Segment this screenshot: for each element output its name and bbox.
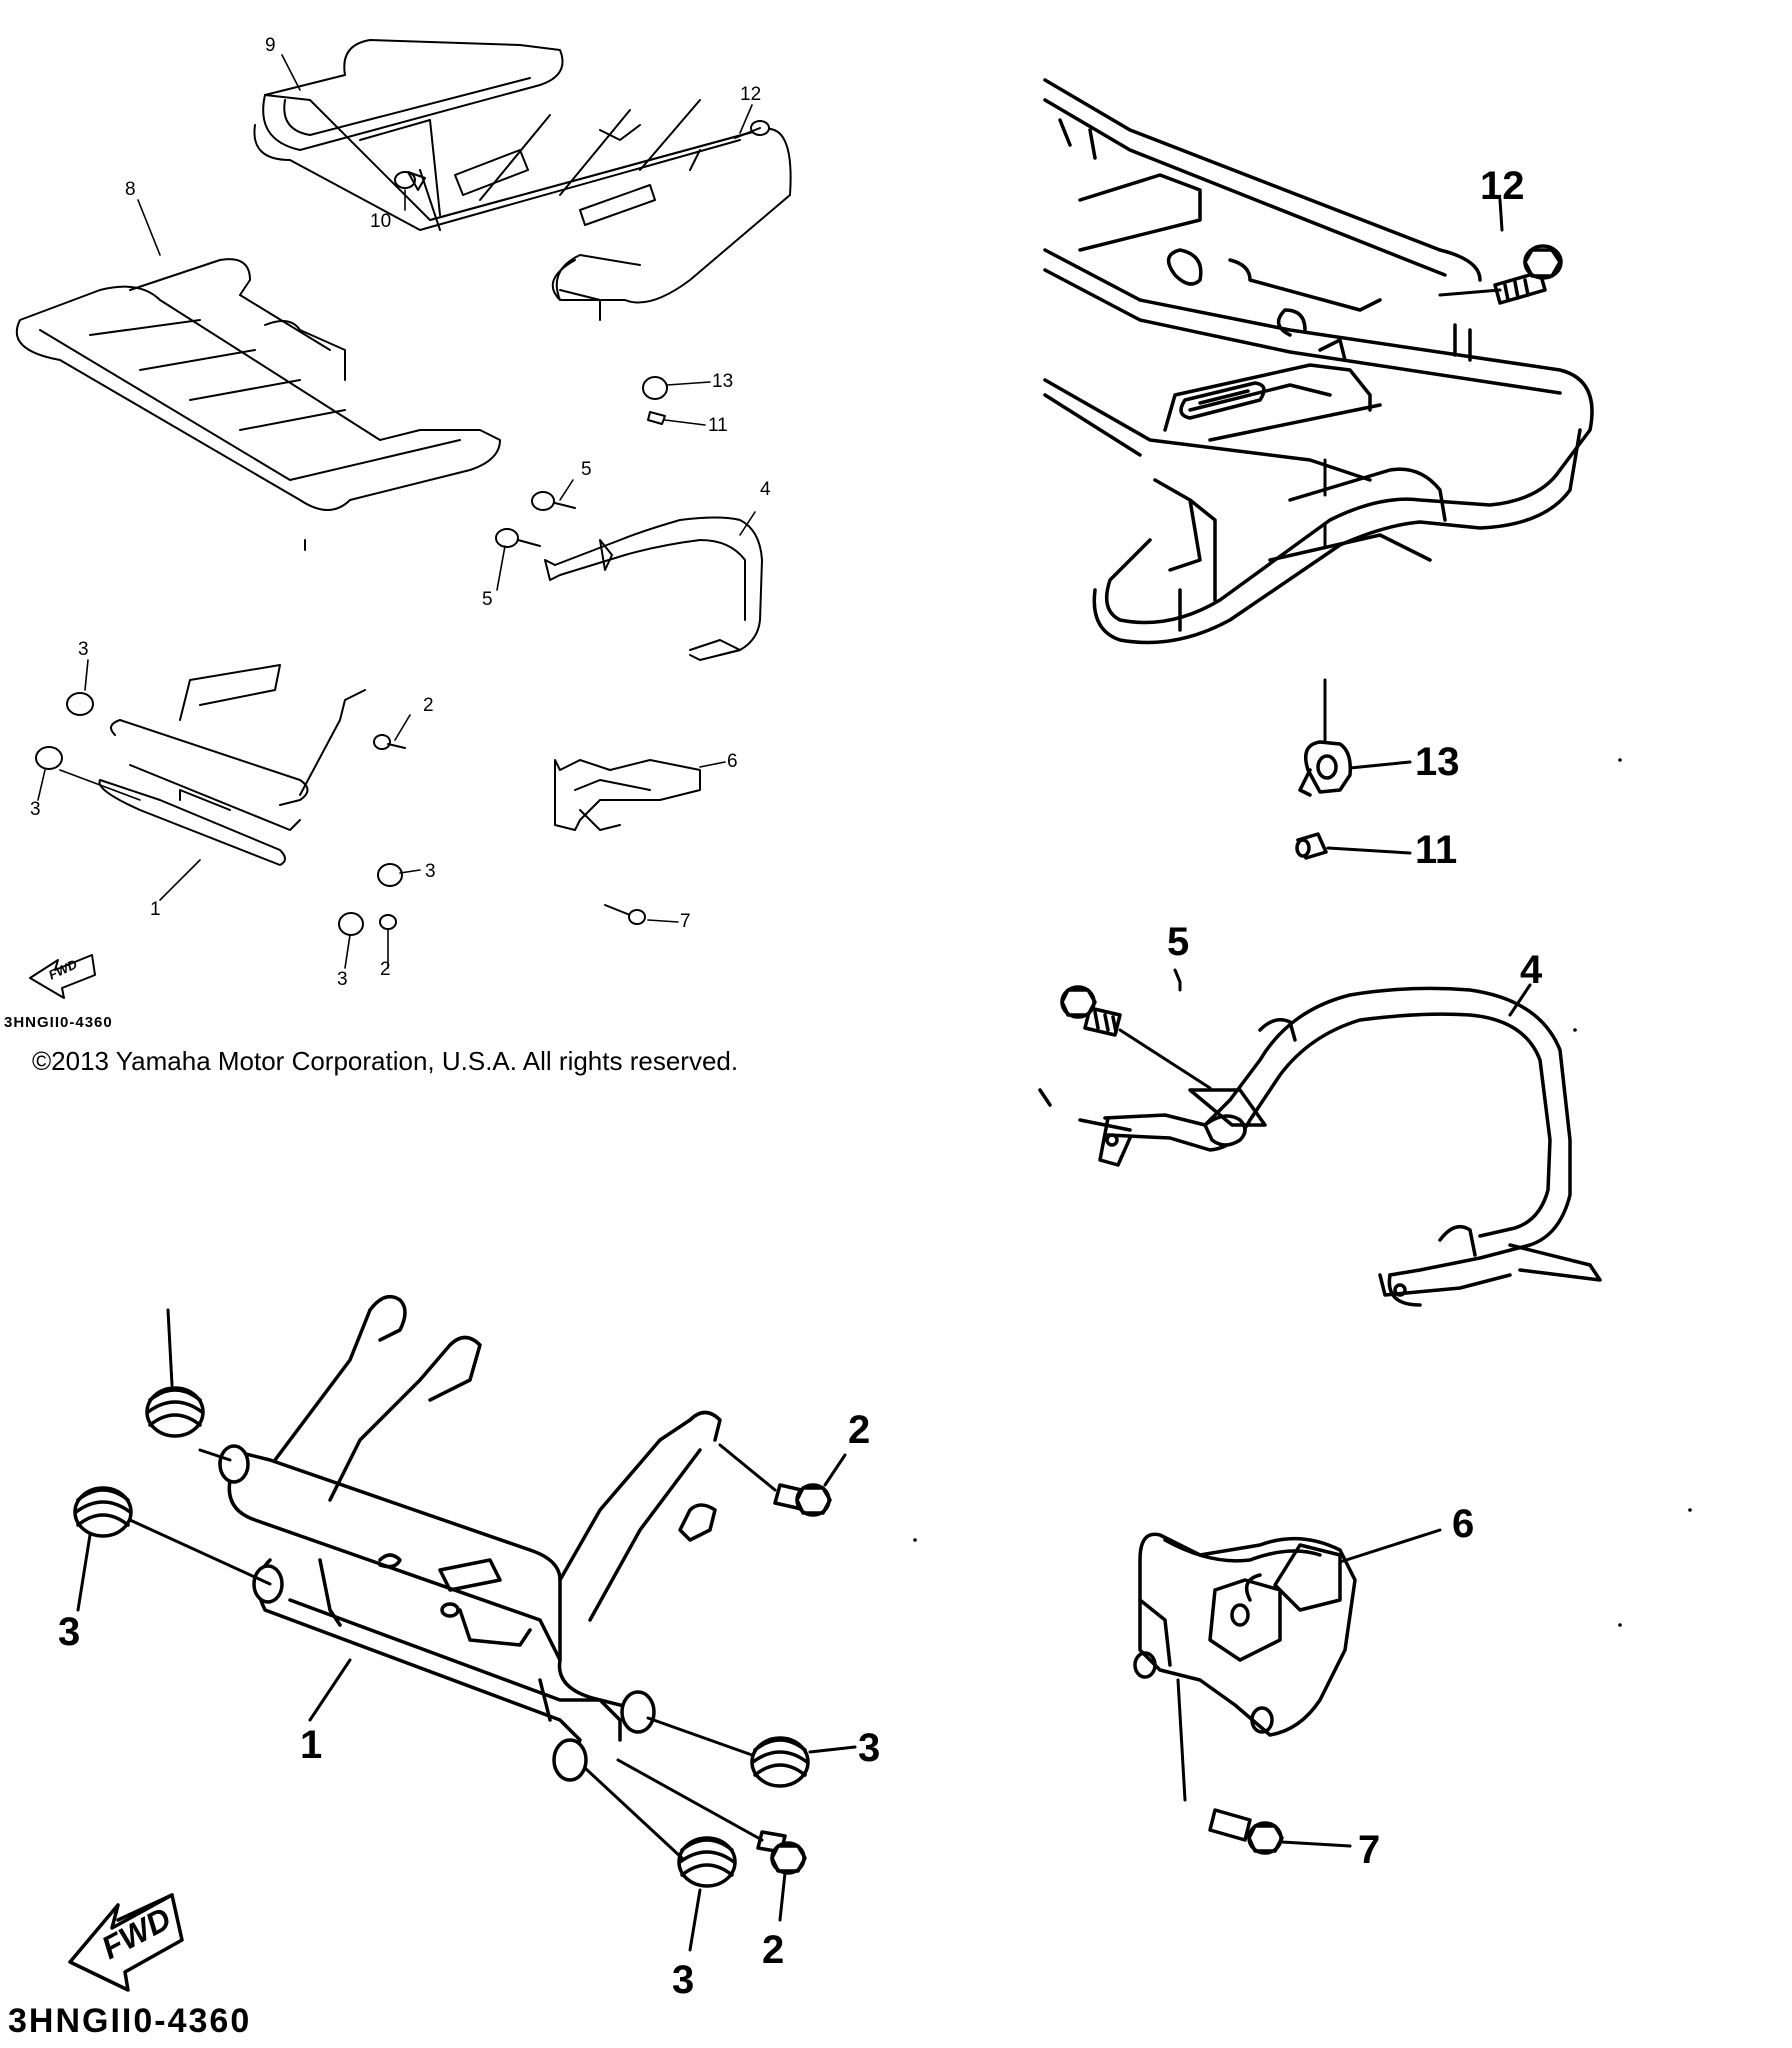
callout-12-small: 12	[740, 84, 762, 105]
tube-ends-zoom	[218, 1444, 656, 1782]
callout-3c-zoom: 3	[672, 1958, 695, 2002]
callout-9-small: 9	[265, 35, 276, 56]
callout-8-small: 8	[125, 179, 136, 200]
callout-4-small: 4	[760, 479, 771, 500]
callout-4-zoom: 4	[1520, 948, 1543, 992]
callout-2b-zoom: 2	[762, 1928, 785, 1972]
specks	[913, 758, 1692, 1627]
callout-13-small: 13	[712, 371, 734, 392]
leaders-zoom-top	[1323, 198, 1504, 855]
fasteners-small	[35, 120, 770, 936]
callout-2b-small: 2	[380, 959, 391, 980]
diagram-code-large: 3HNGII0-4360	[8, 2002, 252, 2040]
callout-6-small: 6	[727, 751, 738, 772]
bracket-6-zoom	[1133, 1532, 1357, 1737]
leaders-zoom-bottom	[76, 1308, 857, 1952]
leaders-small	[37, 54, 756, 969]
rear-carrier-zoom	[1043, 78, 1594, 645]
callout-5-zoom: 5	[1167, 920, 1190, 964]
copyright-notice: ©2013 Yamaha Motor Corporation, U.S.A. A…	[32, 1046, 739, 1076]
callout-3b-small: 3	[30, 799, 41, 820]
callout-6-zoom: 6	[1452, 1502, 1475, 1546]
diagram-code-small: 3HNGII0-4360	[4, 1014, 113, 1031]
callout-10-small: 10	[370, 211, 392, 232]
callout-3b-zoom: 3	[858, 1726, 881, 1770]
grommet-13-zoom	[1298, 740, 1353, 797]
callout-3d-small: 3	[337, 969, 348, 990]
leaders-zoom-bracket	[1176, 1528, 1442, 1848]
bolt-7-zoom	[1208, 1808, 1284, 1855]
callout-1-small: 1	[150, 899, 161, 920]
callout-1-zoom: 1	[300, 1723, 323, 1767]
fwd-arrow-large-icon	[68, 1893, 184, 1992]
callout-2a-zoom: 2	[848, 1408, 871, 1452]
bracket-small	[554, 759, 701, 831]
collar-11-zoom	[1295, 832, 1328, 860]
callout-3c-small: 3	[425, 861, 436, 882]
grommets-3-zoom	[73, 1386, 810, 1888]
bolts-2-zoom	[756, 1483, 832, 1875]
callout-5a-small: 5	[581, 459, 592, 480]
front-carrier-small	[15, 258, 501, 551]
guard-zoom	[1038, 986, 1602, 1307]
callout-13-zoom: 13	[1415, 740, 1460, 784]
callout-3a-small: 3	[78, 639, 89, 660]
fwd-arrow-small-icon	[29, 954, 96, 999]
callout-5b-small: 5	[482, 589, 493, 610]
rear-carrier-small	[253, 39, 792, 321]
callout-3a-zoom: 3	[58, 1610, 81, 1654]
slot-plate-zoom	[1179, 381, 1266, 420]
guard-small	[544, 516, 763, 661]
frame-small	[98, 664, 366, 866]
bolt-12-zoom	[1493, 244, 1563, 305]
callout-12-zoom: 12	[1480, 164, 1525, 208]
callout-11-small: 11	[708, 415, 728, 436]
callout-7-zoom: 7	[1358, 1828, 1381, 1872]
leaders-zoom-mid	[1118, 968, 1532, 1090]
callout-7-small: 7	[680, 911, 691, 932]
bolt-5-zoom	[1060, 985, 1122, 1037]
callout-2a-small: 2	[423, 695, 434, 716]
frame-zoom	[218, 1294, 722, 1762]
callout-11-zoom: 11	[1415, 828, 1458, 872]
